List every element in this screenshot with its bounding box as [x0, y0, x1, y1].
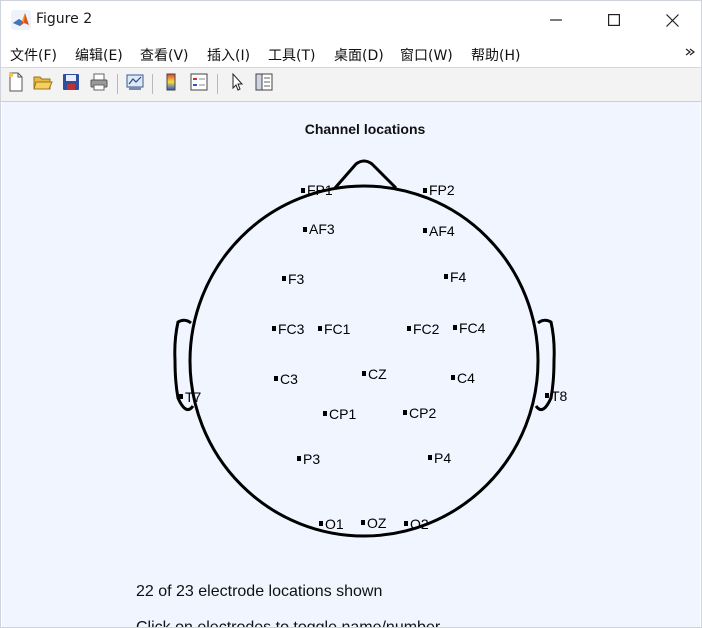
electrode-cp2-marker[interactable] [403, 410, 407, 415]
menu-view[interactable]: 查看(V) [140, 48, 189, 64]
insert-colorbar-button[interactable] [160, 73, 182, 95]
electrode-f4-marker[interactable] [444, 274, 448, 279]
electrode-fc2-label[interactable]: FC2 [413, 321, 440, 337]
close-icon [665, 13, 679, 27]
title-bar[interactable]: Figure 2 [1, 1, 701, 39]
electrode-f3-label[interactable]: F3 [288, 271, 305, 287]
toolbar-separator [217, 74, 218, 94]
toolbar-separator [152, 74, 153, 94]
save-button[interactable] [60, 73, 82, 95]
electrode-cp1-marker[interactable] [323, 411, 327, 416]
menu-file[interactable]: 文件(F) [10, 48, 57, 64]
link-plot-button[interactable] [124, 73, 146, 95]
electrode-count-text: 22 of 23 electrode locations shown [136, 583, 383, 600]
electrode-oz-label[interactable]: OZ [367, 515, 387, 531]
electrode-oz-marker[interactable] [361, 520, 365, 525]
menu-edit[interactable]: 编辑(E) [75, 48, 123, 64]
electrode-t8-marker[interactable] [545, 393, 549, 398]
electrode-fc1-marker[interactable] [318, 326, 322, 331]
electrode-af4-label[interactable]: AF4 [429, 223, 455, 239]
electrode-fc2-marker[interactable] [407, 326, 411, 331]
window-title: Figure 2 [36, 11, 93, 27]
electrode-t7-marker[interactable] [179, 394, 183, 399]
print-icon [89, 72, 109, 96]
open-file-icon [33, 72, 53, 96]
electrode-af3-label[interactable]: AF3 [309, 221, 335, 237]
menu-insert[interactable]: 插入(I) [207, 48, 251, 64]
axes-title: Channel locations [304, 121, 426, 137]
property-inspector-icon [254, 72, 274, 96]
open-file-button[interactable] [32, 73, 54, 95]
figure-toolbar [1, 68, 701, 102]
electrode-c3-label[interactable]: C3 [280, 371, 298, 387]
maximize-button[interactable] [585, 1, 643, 39]
electrode-fp2-marker[interactable] [423, 188, 427, 193]
electrode-af4-marker[interactable] [423, 228, 427, 233]
electrode-o1-marker[interactable] [319, 521, 323, 526]
menu-tools[interactable]: 工具(T) [268, 48, 316, 64]
electrode-cp1-label[interactable]: CP1 [329, 406, 357, 422]
link-plot-icon [125, 72, 145, 96]
matlab-icon [11, 10, 31, 30]
chevron-more-icon[interactable] [685, 46, 695, 60]
insert-colorbar-icon [161, 72, 181, 96]
menu-desktop[interactable]: 桌面(D) [334, 48, 384, 64]
electrode-p4-marker[interactable] [428, 455, 432, 460]
electrode-o2-marker[interactable] [404, 521, 408, 526]
property-inspector-button[interactable] [253, 73, 275, 95]
minimize-button[interactable] [527, 1, 585, 39]
electrode-p4-label[interactable]: P4 [434, 450, 452, 466]
minimize-icon [550, 14, 562, 26]
electrode-fc1-label[interactable]: FC1 [324, 321, 351, 337]
electrode-p3-marker[interactable] [297, 456, 301, 461]
new-figure-button[interactable] [5, 72, 27, 96]
edit-plot-pointer-icon [227, 72, 247, 96]
electrode-cz-label[interactable]: CZ [368, 366, 387, 382]
menu-help[interactable]: 帮助(H) [471, 48, 521, 64]
electrode-fc4-label[interactable]: FC4 [459, 320, 486, 336]
electrode-fc4-marker[interactable] [453, 325, 457, 330]
click-instruction-text: Click on electrodes to toggle name/numbe… [136, 619, 441, 628]
edit-plot-button[interactable] [226, 72, 248, 96]
toolbar-separator [117, 74, 118, 94]
save-icon [61, 72, 81, 96]
print-button[interactable] [88, 73, 110, 95]
new-figure-icon [6, 72, 26, 96]
electrode-c4-marker[interactable] [451, 375, 455, 380]
electrode-o1-label[interactable]: O1 [325, 516, 344, 532]
figure-canvas[interactable]: Channel locations FP1 FP2 AF3 AF4 F3 F4 … [2, 102, 700, 628]
electrode-p3-label[interactable]: P3 [303, 451, 321, 467]
maximize-icon [608, 14, 620, 26]
electrode-cp2-label[interactable]: CP2 [409, 405, 437, 421]
electrode-f4-label[interactable]: F4 [450, 269, 467, 285]
menu-bar: 文件(F) 编辑(E) 查看(V) 插入(I) 工具(T) 桌面(D) 窗口(W… [1, 39, 701, 68]
electrode-c4-label[interactable]: C4 [457, 370, 475, 386]
electrode-t8-label[interactable]: T8 [551, 388, 568, 404]
electrode-c3-marker[interactable] [274, 376, 278, 381]
insert-legend-icon [189, 72, 209, 96]
electrode-f3-marker[interactable] [282, 276, 286, 281]
electrode-o2-label[interactable]: O2 [410, 516, 429, 532]
electrode-fp1-label[interactable]: FP1 [307, 182, 333, 198]
electrode-fc3-label[interactable]: FC3 [278, 321, 305, 337]
electrode-fp2-label[interactable]: FP2 [429, 182, 455, 198]
electrode-fp1-marker[interactable] [301, 188, 305, 193]
electrode-fc3-marker[interactable] [272, 326, 276, 331]
head-outline [173, 159, 556, 538]
electrode-cz-marker[interactable] [362, 371, 366, 376]
close-button[interactable] [643, 1, 701, 39]
insert-legend-button[interactable] [188, 73, 210, 95]
menu-window[interactable]: 窗口(W) [400, 48, 453, 64]
electrode-t7-label[interactable]: T7 [185, 389, 202, 405]
electrode-af3-marker[interactable] [303, 227, 307, 232]
